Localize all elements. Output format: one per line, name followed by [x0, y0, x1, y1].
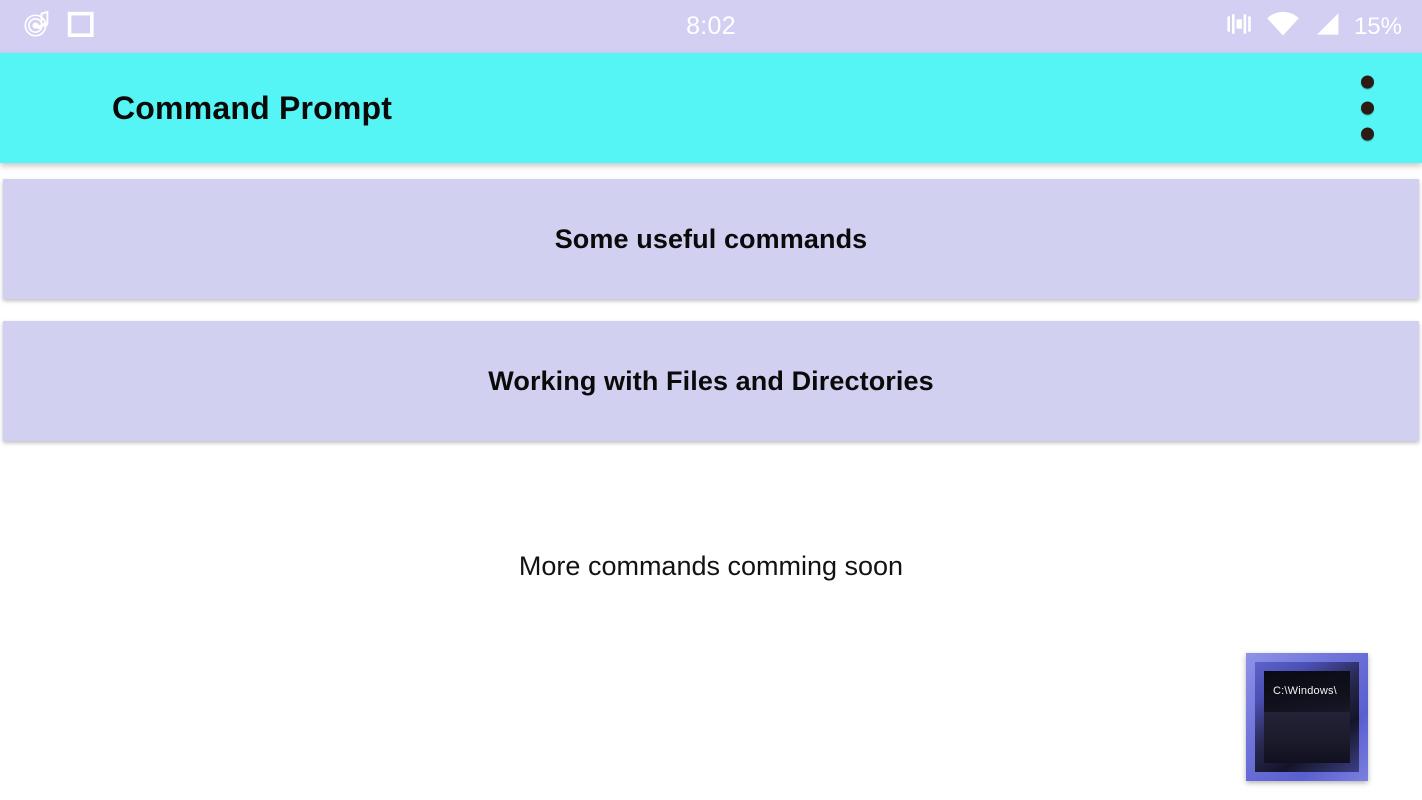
- status-bar-clock: 8:02: [686, 12, 736, 40]
- command-prompt-screen: C:\Windows\: [1264, 671, 1350, 763]
- command-prompt-bevel: C:\Windows\: [1255, 662, 1359, 772]
- card-some-useful-commands[interactable]: Some useful commands: [3, 179, 1419, 299]
- command-prompt-path-text: C:\Windows\: [1273, 685, 1337, 697]
- overflow-menu-icon[interactable]: [1357, 72, 1378, 145]
- card-label: Some useful commands: [554, 223, 868, 254]
- footer-note: More commands comming soon: [518, 551, 904, 581]
- overflow-dot: [1361, 101, 1374, 115]
- main-content: Some useful commands Working with Files …: [0, 163, 1422, 800]
- overflow-dot: [1361, 127, 1374, 141]
- status-bar-system-icons: 15%: [1122, 10, 1422, 43]
- square-notification-icon: [66, 9, 96, 44]
- overflow-dot: [1361, 75, 1374, 89]
- battery-percent-label: 15%: [1353, 12, 1402, 40]
- android-status-bar: 8:02: [0, 0, 1422, 53]
- wifi-icon: [1266, 10, 1300, 43]
- card-working-with-files-and-directories[interactable]: Working with Files and Directories: [3, 321, 1419, 441]
- card-label: Working with Files and Directories: [488, 365, 934, 396]
- status-bar-notification-icons: [0, 9, 300, 44]
- music-notification-icon: [22, 9, 52, 44]
- app-bar: Command Prompt: [0, 53, 1422, 163]
- status-bar-clock-wrap: 8:02: [300, 14, 1122, 39]
- vibrate-icon: [1225, 10, 1253, 43]
- signal-bars-icon: [1313, 10, 1341, 43]
- command-prompt-screen-band: [1264, 712, 1350, 763]
- command-prompt-thumbnail[interactable]: C:\Windows\: [1246, 653, 1368, 781]
- app-bar-title: Command Prompt: [112, 89, 393, 126]
